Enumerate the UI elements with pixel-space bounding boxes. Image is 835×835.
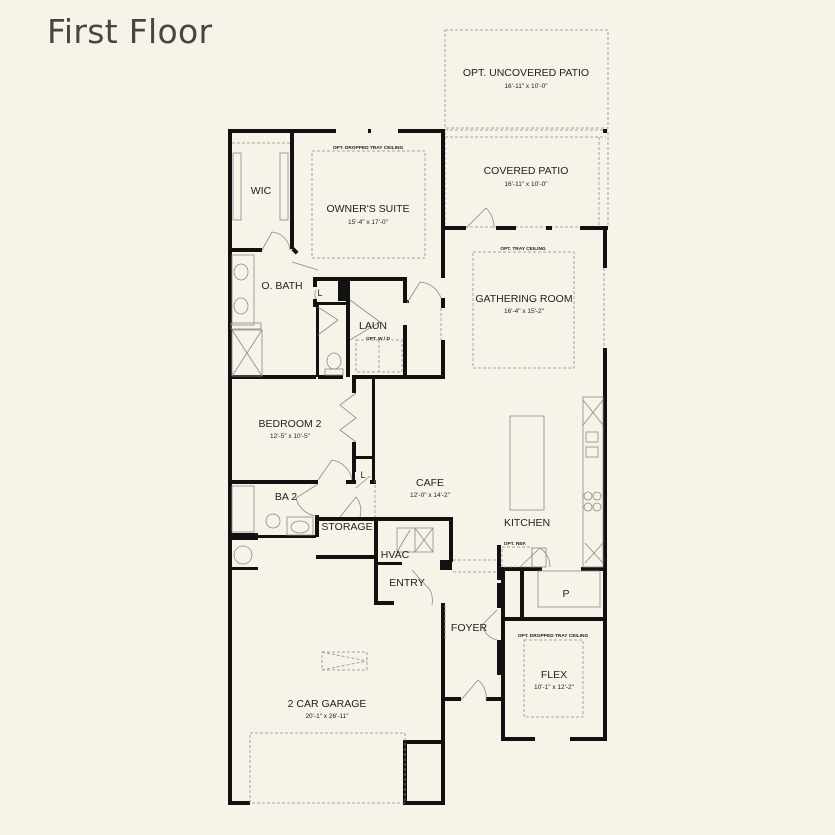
- fixtures: [230, 142, 605, 804]
- linen-2-label: L: [360, 470, 365, 480]
- flex-note: OPT. DROPPED TRAY CEILING: [518, 633, 589, 639]
- laun-label: LAUN: [359, 320, 387, 332]
- flex-dims: 10'-1" x 12'-2": [534, 684, 575, 691]
- storage-label: STORAGE: [321, 521, 372, 533]
- kitchen-note: OPT. REF.: [504, 541, 526, 547]
- owners-suite-dims: 15'-4" x 17'-0": [348, 219, 389, 226]
- covered-patio-label: COVERED PATIO: [484, 165, 569, 177]
- cafe-label: CAFE: [416, 477, 444, 489]
- exterior-walls: [228, 129, 608, 805]
- entry-label: ENTRY: [389, 577, 424, 589]
- page-title: First Floor: [47, 12, 213, 51]
- opt-uncovered-patio-label: OPT. UNCOVERED PATIO: [463, 67, 589, 79]
- linen-1-label: L: [317, 288, 322, 298]
- pantry-label: P: [562, 588, 569, 600]
- owners-suite-label: OWNER'S SUITE: [326, 203, 409, 215]
- owners-suite-note: OPT. DROPPED TRAY CEILING: [333, 145, 404, 151]
- bedroom-2-dims: 12'-5" x 10'-5": [270, 433, 311, 440]
- doors: [261, 207, 551, 701]
- covered-patio-outline: [444, 129, 609, 228]
- opt-uncovered-patio-dims: 16'-11" x 10'-0": [504, 83, 548, 90]
- opt-uncovered-patio-outline: [444, 29, 609, 129]
- o-bath-label: O. BATH: [261, 280, 302, 292]
- covered-patio-dims: 16'-11" x 10'-0": [504, 181, 548, 188]
- hvac-label: HVAC: [381, 549, 410, 561]
- bedroom-2-label: BEDROOM 2: [258, 418, 321, 430]
- gathering-room-label: GATHERING ROOM: [475, 293, 572, 305]
- flex-label: FLEX: [541, 669, 567, 681]
- gathering-room-dims: 16'-4" x 15'-2": [504, 308, 545, 315]
- garage-label: 2 CAR GARAGE: [288, 698, 367, 710]
- cafe-dims: 12'-0" x 14'-2": [410, 492, 451, 499]
- laun-note: OPT. W / D: [366, 336, 391, 342]
- wic-label: WIC: [251, 185, 272, 197]
- kitchen-label: KITCHEN: [504, 517, 550, 529]
- room-labels: OPT. UNCOVERED PATIO 16'-11" x 10'-0" CO…: [251, 67, 589, 720]
- interior-walls: [228, 129, 607, 675]
- foyer-label: FOYER: [451, 622, 488, 634]
- gathering-room-note: OPT. TRAY CEILING: [500, 246, 546, 252]
- ba-2-label: BA 2: [275, 491, 297, 503]
- garage-dims: 20'-1" x 26'-11": [305, 713, 349, 720]
